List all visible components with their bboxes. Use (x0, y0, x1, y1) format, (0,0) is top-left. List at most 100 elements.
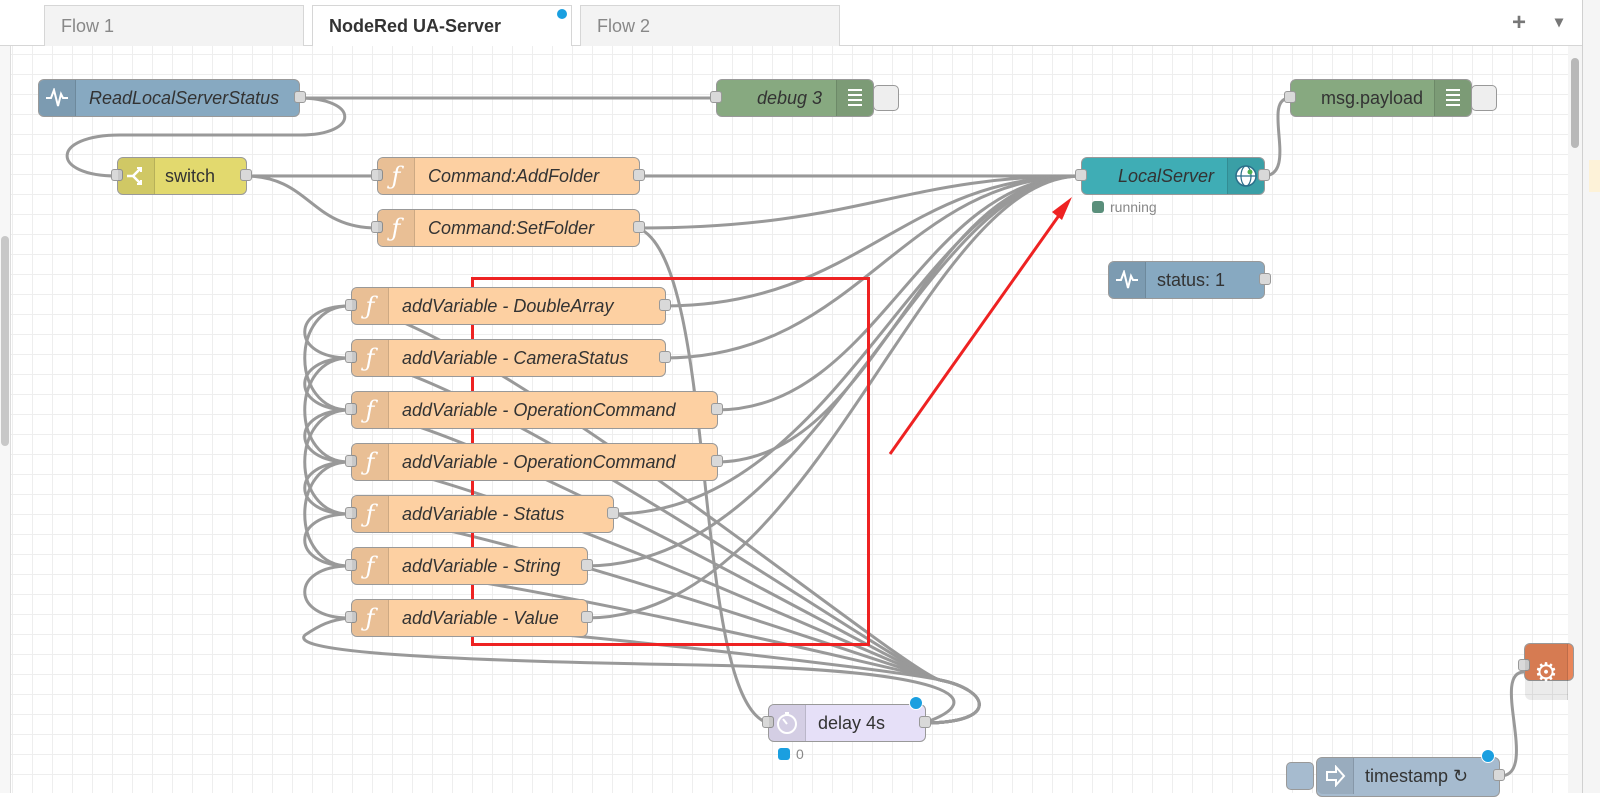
wire[interactable] (663, 174, 1082, 308)
wire[interactable] (303, 512, 350, 568)
input-port[interactable] (1075, 169, 1087, 181)
switch-node[interactable]: switch (111, 157, 252, 195)
palette-scroll-thumb[interactable] (1, 236, 9, 446)
output-port[interactable] (633, 221, 645, 233)
read-local-server-status-node[interactable]: ReadLocalServerStatus (38, 79, 306, 117)
annotation-arrowhead (1052, 197, 1072, 220)
tab-flow-1[interactable]: Flow 1 (44, 5, 304, 46)
wire[interactable] (663, 174, 1082, 360)
wire[interactable] (65, 96, 347, 178)
output-port[interactable] (581, 559, 593, 571)
input-port[interactable] (371, 169, 383, 181)
vertical-scroll-thumb[interactable] (1571, 58, 1579, 148)
input-port[interactable] (345, 507, 357, 519)
inject-wave-icon (39, 80, 76, 116)
addvariable-operationcommand-node-1[interactable]: ƒ addVariable - OperationCommand (345, 391, 723, 429)
input-port[interactable] (710, 91, 722, 103)
input-port[interactable] (762, 716, 774, 728)
timer-icon (769, 705, 806, 741)
output-port[interactable] (659, 299, 671, 311)
input-port[interactable] (345, 455, 357, 467)
input-port[interactable] (345, 351, 357, 363)
output-port[interactable] (919, 716, 931, 728)
status-indicator (1092, 201, 1104, 213)
input-port[interactable] (345, 611, 357, 623)
gear-node[interactable]: ⚙ (1518, 643, 1574, 700)
wire[interactable] (303, 408, 350, 516)
output-port[interactable] (581, 611, 593, 623)
add-flow-button[interactable]: + (1511, 9, 1526, 36)
function-icon: ƒ (378, 210, 415, 246)
flow-list-menu-button[interactable]: ▾ (1554, 14, 1564, 31)
switch-branch-icon (118, 158, 155, 194)
output-port[interactable] (1259, 273, 1271, 285)
wire[interactable] (303, 356, 350, 464)
input-port[interactable] (1518, 659, 1530, 671)
addvariable-string-node[interactable]: ƒ addVariable - String (345, 547, 593, 585)
wire[interactable] (303, 304, 350, 412)
debug-3-node[interactable]: debug 3 (710, 79, 899, 117)
node-label: msg.payload (1321, 88, 1424, 108)
output-port[interactable] (633, 169, 645, 181)
wire[interactable] (303, 356, 350, 412)
output-port[interactable] (1493, 769, 1505, 781)
command-addfolder-node[interactable]: ƒ Command:AddFolder (371, 157, 645, 195)
wire[interactable] (715, 174, 1082, 412)
input-port[interactable] (111, 169, 123, 181)
wire[interactable] (303, 408, 350, 464)
wire[interactable] (303, 304, 350, 360)
wire[interactable] (302, 616, 956, 725)
command-setfolder-node[interactable]: ƒ Command:SetFolder (371, 209, 645, 247)
inject-trigger-button[interactable] (1286, 762, 1314, 790)
gear-icon: ⚙ (1525, 644, 1568, 700)
input-port[interactable] (1284, 91, 1296, 103)
status-wave-icon (1109, 262, 1146, 298)
timestamp-inject-node[interactable]: timestamp ↻ (1316, 749, 1505, 797)
function-icon: ƒ (352, 340, 389, 376)
input-port[interactable] (371, 221, 383, 233)
wire[interactable] (244, 174, 378, 230)
addvariable-operationcommand-node-2[interactable]: ƒ addVariable - OperationCommand (345, 443, 723, 481)
output-port[interactable] (294, 91, 306, 103)
output-port[interactable] (607, 507, 619, 519)
addvariable-status-node[interactable]: ƒ addVariable - Status (345, 495, 619, 533)
input-port[interactable] (345, 403, 357, 415)
status-1-node[interactable]: status: 1 (1108, 261, 1271, 299)
debug-toggle-button[interactable] (873, 85, 899, 111)
wire[interactable] (585, 174, 1082, 620)
status-indicator (778, 748, 790, 760)
debug-toggle-button[interactable] (1471, 85, 1497, 111)
delay-4s-node[interactable]: delay 4s (762, 696, 931, 742)
inject-arrow-icon (1317, 758, 1354, 794)
tab-nodered-ua-server[interactable]: NodeRed UA-Server (312, 5, 572, 47)
msg-payload-node[interactable]: msg.payload (1284, 79, 1497, 117)
addvariable-value-node[interactable]: ƒ addVariable - Value (345, 599, 593, 637)
local-server-node[interactable]: LocalServer (1075, 157, 1270, 195)
debug-list-icon (836, 80, 873, 116)
tab-flow-2[interactable]: Flow 2 (580, 5, 840, 46)
changed-indicator-icon (1481, 749, 1495, 763)
output-port[interactable] (711, 403, 723, 415)
input-port[interactable] (345, 559, 357, 571)
annotation-arrow (888, 213, 1062, 455)
node-label: addVariable - DoubleArray (402, 296, 614, 316)
node-label: addVariable - OperationCommand (402, 400, 676, 420)
addvariable-doublearray-node[interactable]: ƒ addVariable - DoubleArray (345, 287, 671, 325)
wire[interactable] (1499, 670, 1525, 778)
wire[interactable] (611, 174, 1082, 516)
output-port[interactable] (711, 455, 723, 467)
output-port[interactable] (1258, 169, 1270, 181)
palette-edge (0, 46, 11, 793)
wire[interactable] (303, 460, 350, 516)
output-port[interactable] (240, 169, 252, 181)
wire[interactable] (1262, 96, 1291, 178)
wire[interactable] (637, 174, 1082, 230)
output-port[interactable] (659, 351, 671, 363)
input-port[interactable] (345, 299, 357, 311)
addvariable-camerastatus-node[interactable]: ƒ addVariable - CameraStatus (345, 339, 671, 377)
node-label: addVariable - String (402, 556, 561, 576)
wire[interactable] (303, 564, 350, 620)
vertical-scrollbar[interactable] (1568, 46, 1582, 793)
node-label: switch (165, 166, 216, 186)
wire[interactable] (303, 460, 350, 568)
